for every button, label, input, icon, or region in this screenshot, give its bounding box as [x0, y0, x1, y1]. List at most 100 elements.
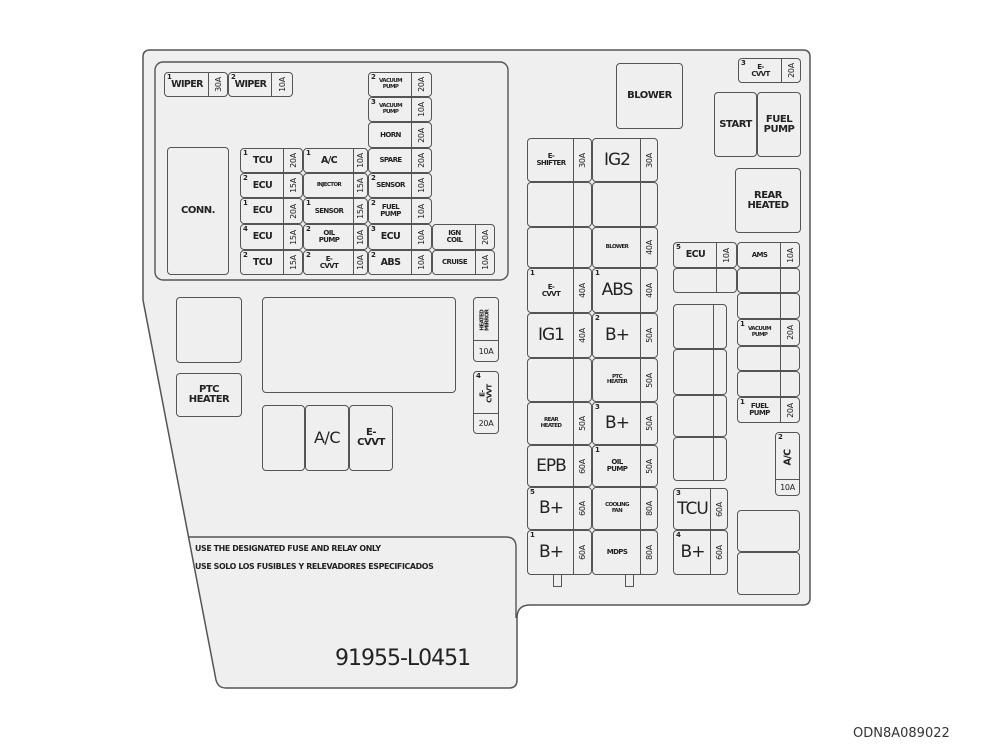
empty-relay-slot[interactable]: [673, 304, 727, 349]
fuse-amperage: 10A: [716, 243, 736, 267]
empty-relay-slot[interactable]: [176, 297, 242, 363]
fuse-amperage: 15A: [353, 199, 367, 223]
relay-blower_relay[interactable]: BLOWER: [616, 63, 683, 129]
fuse-ig1[interactable]: IG1 40A: [527, 313, 592, 358]
fuse-amperage: 20A: [475, 225, 494, 249]
empty-fuse-slot[interactable]: [737, 346, 800, 371]
fuse-amperage: 40A: [573, 269, 591, 312]
empty-relay-slot[interactable]: [737, 552, 800, 595]
empty-relay-slot[interactable]: [262, 297, 456, 393]
fuse-label: A/C: [776, 433, 799, 482]
empty-fuse-slot[interactable]: [527, 227, 592, 268]
empty-relay-slot[interactable]: [737, 510, 800, 552]
empty-relay-slot[interactable]: [262, 405, 305, 471]
empty-relay-slot[interactable]: [673, 437, 727, 481]
empty-relay-slot[interactable]: [673, 349, 727, 395]
relay-ecvvt_relay[interactable]: E- CVVT: [349, 405, 393, 471]
fuse-amperage: 10A: [271, 73, 292, 96]
relay-start_relay[interactable]: START: [714, 92, 757, 157]
fuse-label: B+: [680, 542, 706, 563]
relay-fuelpump_relay[interactable]: FUEL PUMP: [757, 92, 801, 157]
empty-fuse-slot[interactable]: [737, 268, 800, 293]
fuse-label: HORN: [380, 130, 401, 139]
fuse-amperage: 40A: [573, 314, 591, 357]
fuse-amperage-text: 10A: [480, 255, 490, 270]
empty-fuse-slot[interactable]: [527, 358, 592, 402]
empty-fuse-slot[interactable]: [737, 371, 800, 397]
relay-ptcheater_relay[interactable]: PTC HEATER: [176, 373, 242, 417]
relay-ac_relay[interactable]: A/C: [305, 405, 349, 471]
fuse-label: COOLING FAN: [605, 502, 629, 514]
fuse-amperage: 50A: [573, 403, 591, 444]
empty-fuse-slot[interactable]: [673, 268, 737, 293]
empty-fuse-slot[interactable]: [592, 182, 658, 227]
fuse-label: E- CVVT: [319, 254, 339, 270]
fuse-number: 1: [243, 149, 248, 157]
fuse-amperage-text: 60A: [577, 501, 587, 516]
fuse-amperage: 60A: [573, 446, 591, 486]
empty-relay-slot[interactable]: [673, 395, 727, 437]
fuse-number: 3: [595, 403, 600, 411]
relay-rearheated_relay[interactable]: REAR HEATED: [735, 168, 801, 233]
relay-conn[interactable]: CONN.: [167, 147, 229, 275]
fuse-label: ECU: [380, 231, 401, 243]
fuse-label: VACUUM PUMP: [748, 326, 772, 338]
fuse-amperage: 20A: [411, 123, 431, 147]
empty-fuse-slot[interactable]: [737, 293, 800, 319]
fuse-horn[interactable]: HORN 20A: [368, 122, 432, 148]
fuse-number: 2: [306, 225, 311, 233]
fuse-amperage-text: 30A: [577, 152, 587, 168]
empty-fuse-slot[interactable]: [527, 182, 592, 227]
empty-amp-column: [640, 183, 657, 226]
fuse-amperage: 10A: [411, 174, 431, 197]
fuse-number: 3: [676, 489, 681, 497]
fuse-label: IG1: [537, 325, 565, 346]
